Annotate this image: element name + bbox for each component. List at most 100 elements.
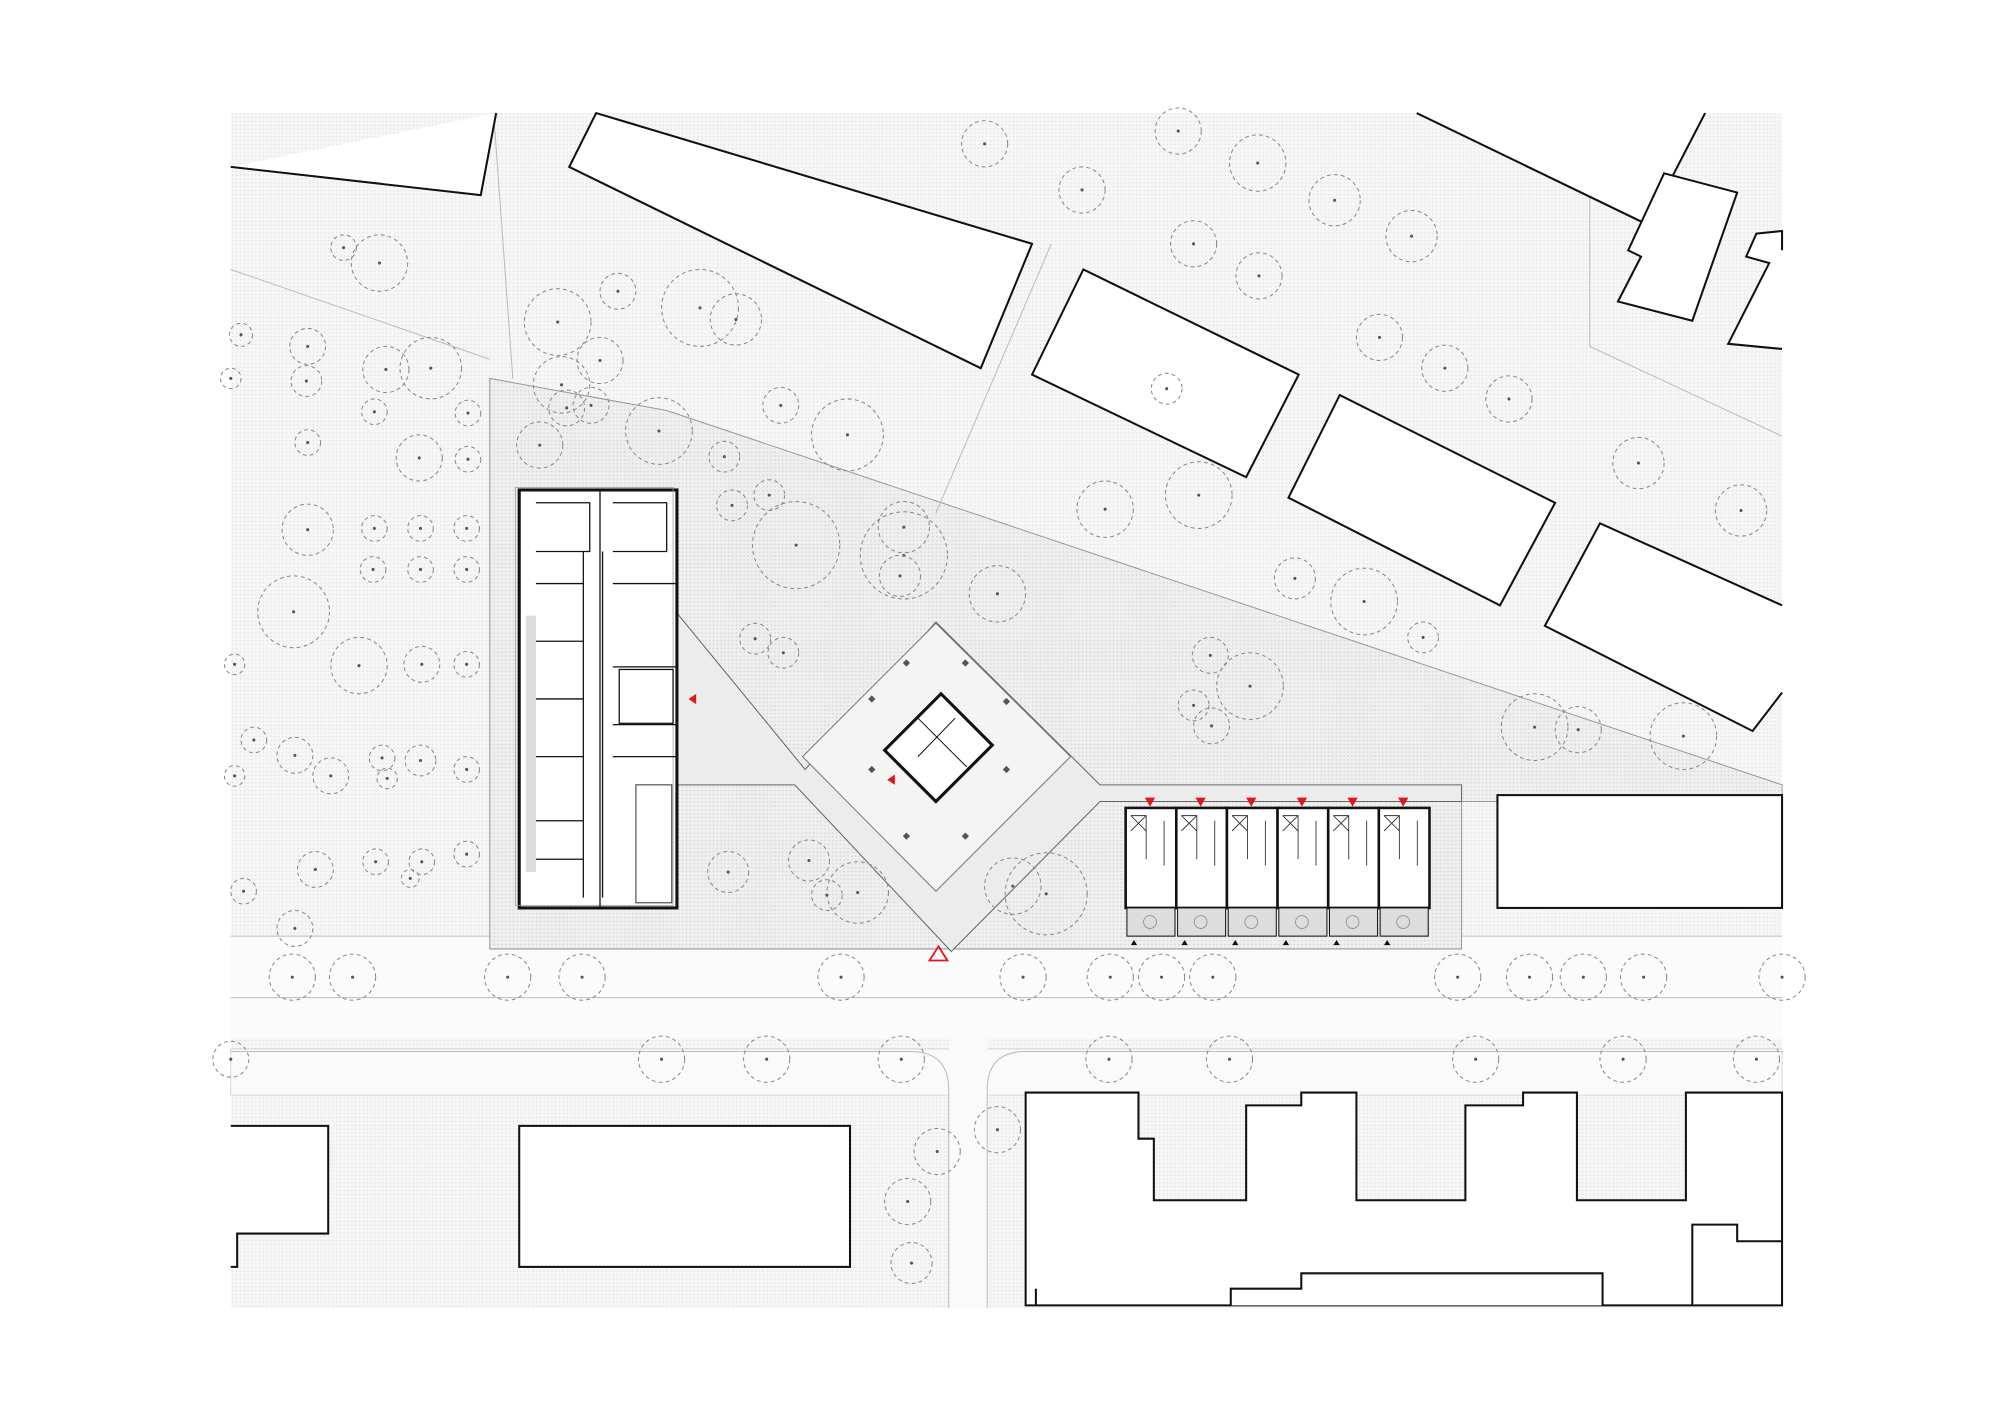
tree-canopy-icon — [707, 851, 750, 894]
tree-canopy-icon — [1137, 953, 1186, 1001]
tree-canopy-icon — [408, 848, 436, 876]
tree-canopy-icon — [1193, 707, 1231, 745]
tree-canopy-icon — [743, 1035, 791, 1083]
tree-canopy-icon — [1058, 166, 1106, 214]
entrance-triangle-icon — [887, 774, 895, 785]
tree-canopy-icon — [811, 879, 843, 911]
entrance-markers — [688, 693, 1409, 962]
tree-canopy-icon — [890, 1242, 933, 1285]
townhouse-unit — [1124, 806, 1178, 937]
tree-canopy-icon — [276, 736, 314, 774]
tree-canopy-icon — [399, 336, 463, 400]
tree-canopy-icon — [1732, 1035, 1781, 1083]
entrance-triangle-icon — [1347, 797, 1358, 807]
column — [961, 659, 970, 667]
tree-canopy-icon — [453, 840, 480, 868]
tree-canopy-icon — [350, 234, 409, 292]
tree-canopy-icon — [961, 120, 1009, 168]
tree-canopy-icon — [1355, 313, 1404, 361]
tree-canopy-icon — [1330, 567, 1398, 636]
tree-canopy-icon — [787, 839, 830, 882]
entrance-triangle-icon — [1181, 939, 1188, 946]
tree-canopy-icon — [294, 429, 322, 456]
tree-canopy-icon — [257, 575, 330, 649]
tree-canopy-icon — [1004, 852, 1088, 936]
tree-canopy-icon — [328, 953, 377, 1001]
tree-canopy-icon — [403, 645, 441, 683]
entrance-triangle-icon — [1296, 797, 1308, 807]
tree-canopy-icon — [877, 501, 931, 554]
tree-canopy-icon — [407, 556, 434, 583]
tree-canopy-icon — [1407, 621, 1439, 654]
tree-canopy-icon — [454, 445, 482, 473]
tree-canopy-icon — [1554, 706, 1602, 754]
tree-canopy-icon — [407, 515, 434, 542]
tree-canopy-icon — [268, 953, 316, 1001]
tree-canopy-icon — [1612, 436, 1665, 490]
entrance-triangle-icon — [1246, 797, 1257, 807]
tree-canopy-icon — [973, 1106, 1022, 1154]
tree-canopy-icon — [453, 651, 480, 678]
townhouse-unit — [1225, 806, 1279, 937]
tree-canopy-icon — [1421, 344, 1469, 392]
tree-canopy-icon — [312, 757, 350, 795]
townhouse-unit — [1175, 806, 1229, 937]
tree-canopy-icon — [1599, 1035, 1647, 1083]
tree-canopy-icon — [289, 327, 327, 365]
tree-canopy-icon — [361, 515, 388, 542]
tree-canopy-icon — [1758, 953, 1806, 1001]
tree-canopy-icon — [223, 653, 246, 676]
tree-canopy-icon — [1189, 953, 1237, 1001]
tree-canopy-icon — [281, 503, 334, 556]
tree-canopy-icon — [223, 765, 246, 787]
residential-block — [515, 487, 679, 910]
tree-canopy-icon — [400, 868, 420, 888]
tree-canopy-icon — [1216, 652, 1284, 720]
tree-canopy-icon — [1714, 484, 1768, 537]
tree-canopy-icon — [523, 288, 592, 356]
tree-canopy-icon — [1150, 372, 1183, 405]
tree-canopy-icon — [362, 345, 410, 394]
tree-canopy-icon — [220, 367, 242, 390]
column — [961, 832, 970, 840]
entrance-triangle-icon — [1398, 797, 1409, 807]
tree-canopy-icon — [558, 953, 606, 1001]
tree-canopy-icon — [637, 1035, 686, 1083]
tree-canopy-icon — [968, 565, 1027, 623]
column — [902, 832, 911, 840]
tree-canopy-icon — [1500, 693, 1569, 761]
tree-canopy-icon — [240, 726, 268, 754]
tree-canopy-icon — [1505, 953, 1554, 1001]
tree-canopy-icon — [1452, 1035, 1500, 1083]
tree-canopy-icon — [290, 365, 323, 397]
tree-canopy-icon — [1085, 1035, 1133, 1083]
trees — [212, 107, 1806, 1285]
tree-canopy-icon — [762, 386, 800, 424]
tree-canopy-icon — [817, 953, 865, 1001]
tree-canopy-icon — [330, 234, 357, 261]
tree-canopy-icon — [661, 268, 739, 347]
tree-canopy-icon — [1649, 702, 1718, 770]
tree-canopy-icon — [228, 322, 254, 347]
entrance-triangle-icon — [1282, 939, 1290, 946]
tree-canopy-icon — [767, 636, 800, 669]
tree-canopy-icon — [1620, 953, 1668, 1001]
tree-canopy-icon — [532, 356, 591, 414]
tree-canopy-icon — [376, 767, 398, 790]
tree-canopy-icon — [361, 398, 388, 426]
entrance-triangle-icon — [1195, 797, 1206, 807]
tree-canopy-icon — [548, 389, 586, 427]
tree-canopy-icon — [359, 556, 387, 583]
tree-canopy-icon — [276, 909, 314, 947]
tree-canopy-icon — [1076, 480, 1134, 538]
townhouses — [1124, 806, 1431, 946]
main-entrance-icon — [927, 944, 950, 962]
tree-canopy-icon — [599, 272, 637, 310]
tree-canopy-icon — [739, 622, 772, 655]
tree-canopy-icon — [708, 440, 741, 473]
tree-canopy-icon — [484, 953, 532, 1001]
townhouse-unit — [1276, 806, 1330, 937]
tree-canopy-icon — [330, 636, 388, 695]
tree-canopy-icon — [709, 293, 763, 346]
tree-canopy-icon — [984, 857, 1042, 915]
